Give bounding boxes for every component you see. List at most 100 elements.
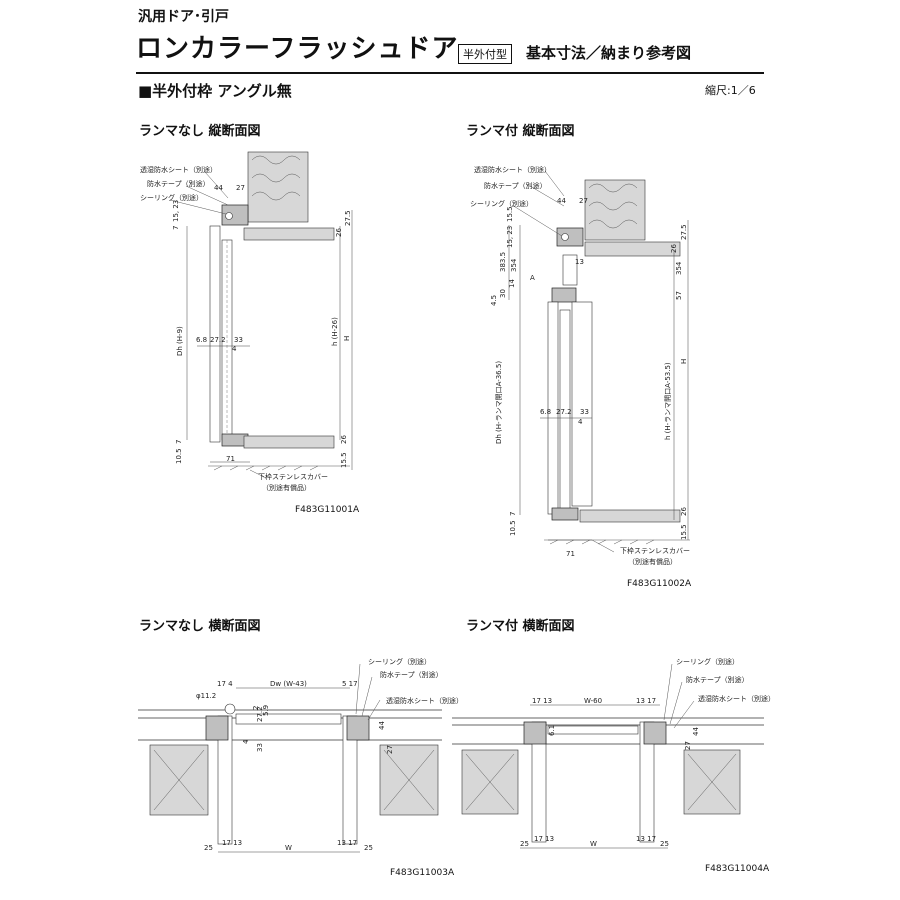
- type-badge: 半外付型: [458, 44, 512, 64]
- p1-head-frame: [221, 204, 249, 226]
- p2-dim-15-5b: 15.5: [680, 524, 688, 540]
- p2-dim-27: 27: [579, 197, 588, 205]
- p1-frame-stile: [209, 225, 221, 443]
- p2-dim-15-23: 15, 23: [506, 226, 514, 248]
- p2-sill-frame: [551, 507, 579, 521]
- p1-dim-h: h (H-26): [331, 317, 339, 346]
- p3-dim-44: 44: [378, 721, 386, 730]
- panel3-horizontal-section: シーリング（別途） 防水テープ（別途） 透湿防水シート（別途） 17 4 Dw …: [138, 657, 463, 853]
- p4-dim-25-right: 25: [660, 840, 669, 848]
- p1-dim-15-23: 15, 23: [172, 200, 180, 222]
- panel3-code: F483G11003A: [390, 868, 455, 878]
- p1-dim-71: 71: [226, 455, 235, 463]
- page-title: ロンカラーフラッシュドア: [136, 34, 459, 64]
- p2-dim-A: A: [530, 274, 535, 282]
- p1-dim-27-5: 27.5: [344, 210, 352, 226]
- p2-dim-H: H: [680, 359, 688, 364]
- p2-dim-354b: 354: [675, 261, 683, 275]
- p3-dim-dw: Dw (W-43): [270, 680, 307, 688]
- p2-dim-26b: 26: [680, 507, 688, 516]
- p2-head-frame: [556, 227, 584, 247]
- p3-dim-27: 27: [386, 745, 394, 754]
- page-subtitle: 基本寸法／納まり参考図: [526, 44, 692, 62]
- p3-label-sheet: 透湿防水シート（別途）: [386, 696, 463, 705]
- section-title: ■半外付枠 アングル無: [138, 82, 292, 100]
- p3-left-stud-cross: [153, 749, 205, 811]
- p4-dim-27: 27: [684, 741, 692, 750]
- p2-label-tape: 防水テープ（別途）: [484, 181, 547, 190]
- p4-dim-17-13-top: 17 13: [532, 697, 552, 705]
- p1-floor-slab: [243, 435, 335, 449]
- p3-dim-33: 33: [256, 743, 264, 752]
- p2-dim-26a: 26: [670, 244, 678, 253]
- p4-label-sheet: 透湿防水シート（別途）: [698, 694, 775, 703]
- p4-dim-W: W: [590, 840, 597, 848]
- p2-floor-slab: [579, 509, 681, 523]
- p1-dim-10-5: 10.5: [175, 448, 183, 464]
- panel2-title: ランマ付 縦断面図: [466, 124, 575, 139]
- p4-transom-glass: [547, 725, 639, 735]
- p2-dim-10-5: 10.5: [509, 520, 517, 536]
- p1-seal-bead: [225, 212, 233, 220]
- p2-insulation-waves: [588, 183, 638, 229]
- p1-insulation-waves: [251, 155, 301, 201]
- p1-dim-4: 4: [232, 345, 237, 353]
- p2-dim-33: 33: [580, 408, 589, 416]
- p1-dim-15-5: 15.5: [340, 452, 348, 468]
- p2-dim-h: h (H-ランマ開口A-53.5): [664, 362, 672, 440]
- p3-dim-17-4: 17 4: [217, 680, 233, 688]
- p1-dim-44: 44: [214, 184, 223, 192]
- p2-dim-dh: Dh (H-ランマ開口A-36.5): [495, 361, 503, 444]
- p4-dim-13-17-bottom: 13 17: [636, 835, 656, 843]
- p3-dim-17-13-left: 17 13: [222, 839, 242, 847]
- p1-dim-27-2: 27.2: [210, 336, 226, 344]
- p3-right-stud-cross: [383, 749, 435, 811]
- p2-seal-bead: [561, 233, 569, 241]
- p1-dim-H: H: [343, 336, 351, 341]
- p3-dim-13-17-right: 13 17: [337, 839, 357, 847]
- p4-left-frame: [523, 721, 547, 745]
- p4-left-stud-cross: [465, 753, 515, 811]
- p3-label-seal: シーリング（別途）: [368, 657, 431, 666]
- p3-dim-W: W: [285, 844, 292, 852]
- p4-dim-44: 44: [692, 727, 700, 736]
- p2-ground-line: [544, 539, 690, 545]
- p2-dim-4-5: 4.5: [490, 295, 498, 306]
- p3-dim-5-9: 5.9: [262, 705, 270, 716]
- p4-dim-6-1: 6.1: [548, 725, 556, 736]
- p1-dim-dh: Dh (H-9): [176, 326, 184, 356]
- category-label: 汎用ドア･引戸: [138, 9, 229, 25]
- p2-dim-15-5: 15.5: [506, 206, 514, 222]
- p1-dim-26b: 26: [340, 435, 348, 444]
- p4-dim-W-60: W-60: [584, 697, 602, 705]
- p3-left-frame: [205, 715, 229, 741]
- p1-label-tape: 防水テープ（別途）: [147, 179, 210, 188]
- p2-dim-30: 30: [499, 289, 507, 298]
- panel4-title: ランマ付 横断面図: [466, 619, 575, 634]
- p2-dim-4: 4: [578, 418, 583, 426]
- p3-dim-4: 4: [242, 739, 250, 744]
- p2-dim-354a: 354: [510, 258, 518, 272]
- p2-label-seal: シーリング（別途）: [470, 199, 533, 208]
- p3-dim-27-2: 27.2: [256, 706, 264, 722]
- p2-dim-13: 13: [575, 258, 584, 266]
- p2-dim-7: 7: [509, 512, 517, 516]
- p1-dim-26a: 26: [335, 228, 343, 237]
- p3-label-tape: 防水テープ（別途）: [380, 670, 443, 679]
- p3-dim-2: 2: [252, 706, 260, 710]
- p3-dim-5-17: 5 17: [342, 680, 358, 688]
- panel3-title: ランマなし 横断面図: [139, 619, 261, 634]
- p2-label-sheet: 透湿防水シート（別途）: [474, 165, 551, 174]
- p1-wall-insulation: [247, 151, 309, 223]
- p2-label-cover: 下枠ステンレスカバー: [620, 546, 690, 555]
- p1-dim-7: 7: [172, 226, 180, 230]
- title-rule: [136, 72, 764, 74]
- p3-dim-phi: φ11.2: [196, 692, 216, 700]
- panel2-vertical-section: 透湿防水シート（別途） 防水テープ（別途） シーリング（別途） 44 27 15…: [470, 165, 690, 566]
- panel1-title: ランマなし 縦断面図: [139, 124, 261, 139]
- p1-label-cover: 下枠ステンレスカバー: [258, 472, 328, 481]
- p3-dim-25-right: 25: [364, 844, 373, 852]
- p2-transom: [562, 254, 578, 286]
- p4-label-tape: 防水テープ（別途）: [686, 675, 749, 684]
